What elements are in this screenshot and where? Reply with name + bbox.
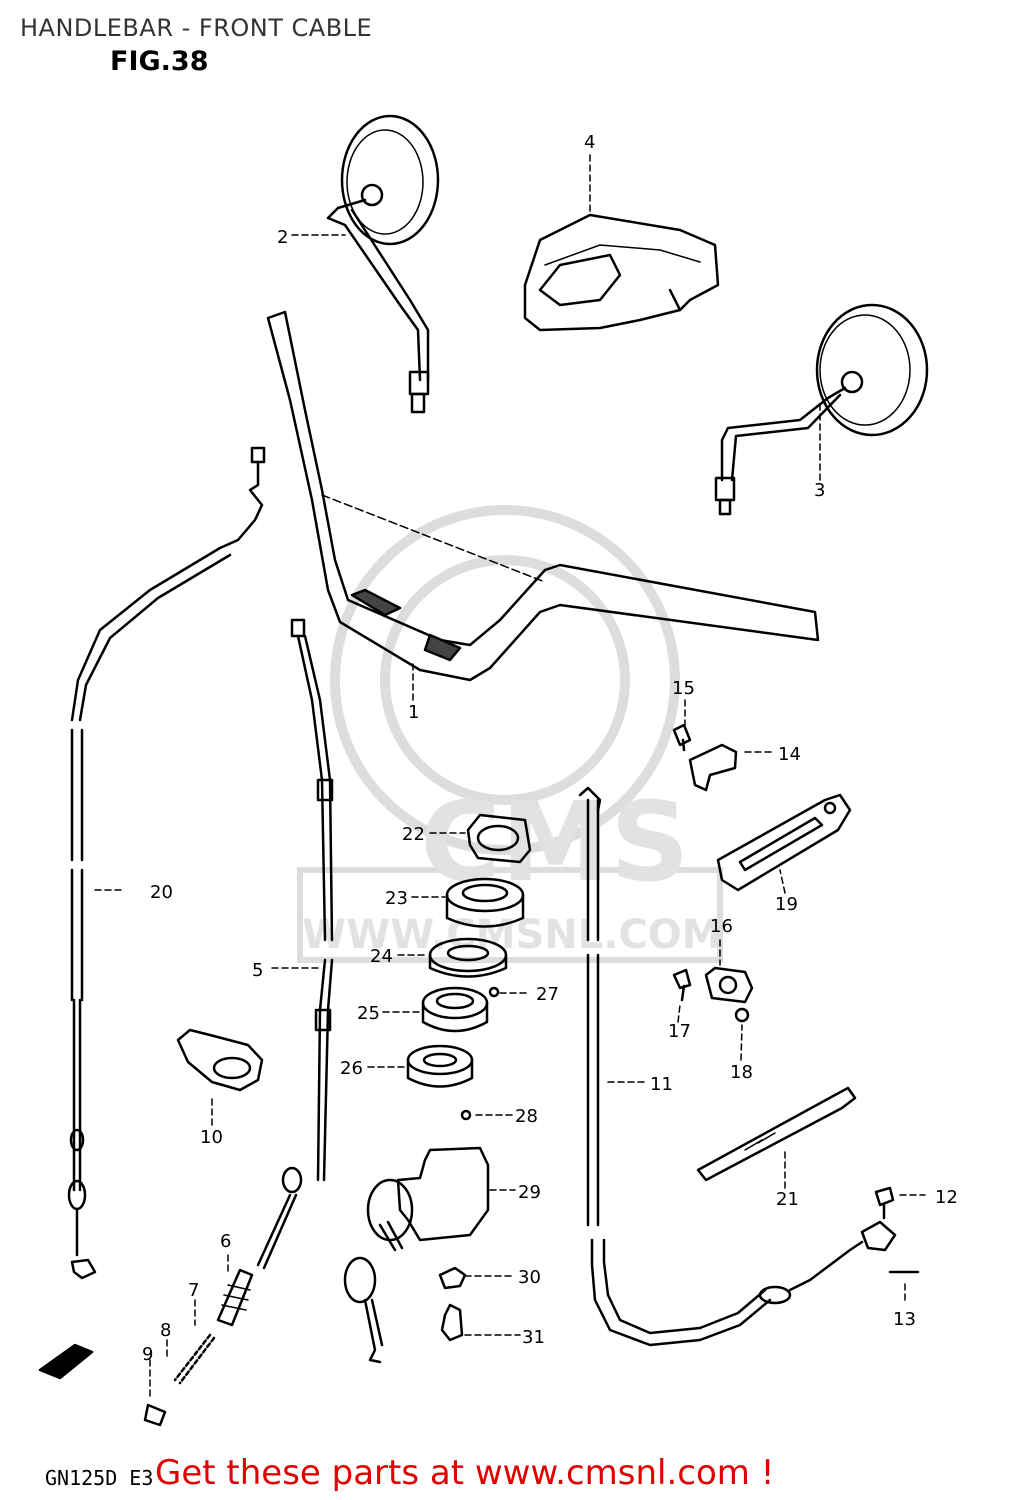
part-label-9: 9 <box>142 1344 153 1365</box>
part-label-8: 8 <box>160 1320 171 1341</box>
part-label-4: 4 <box>584 132 595 153</box>
part-label-3: 3 <box>814 480 825 501</box>
part-label-22: 22 <box>402 824 425 845</box>
watermark-logo-text: CMS <box>420 778 689 906</box>
part-label-20: 20 <box>150 882 173 903</box>
part-label-27: 27 <box>536 984 559 1005</box>
adjuster-part-21 <box>696 1086 857 1182</box>
cable-part-20 <box>67 446 266 1280</box>
leader-lines <box>94 154 926 1401</box>
clamp-parts-16-18 <box>672 966 754 1023</box>
grip-part <box>176 1028 264 1092</box>
part-label-18: 18 <box>730 1062 753 1083</box>
small-fastener-parts <box>874 1186 920 1274</box>
watermark-url-text: WWW.CMSNL.COM <box>302 912 722 958</box>
part-label-13: 13 <box>893 1309 916 1330</box>
cable-end-parts <box>38 1268 254 1427</box>
figure-label: FIG.38 <box>110 46 209 77</box>
left-mirror-part <box>326 114 440 414</box>
page-title: HANDLEBAR - FRONT CABLE <box>20 14 373 42</box>
part-label-14: 14 <box>778 744 801 765</box>
model-code: GN125D E3 <box>45 1466 154 1490</box>
part-label-2: 2 <box>277 227 288 248</box>
handlebar-part <box>266 310 820 682</box>
part-number-labels: 1 2 3 4 5 6 7 8 9 10 11 12 13 14 15 16 1… <box>142 132 958 1365</box>
part-label-19: 19 <box>775 894 798 915</box>
part-label-28: 28 <box>515 1106 538 1127</box>
part-label-1: 1 <box>408 702 419 723</box>
part-label-17: 17 <box>668 1021 691 1042</box>
part-label-26: 26 <box>340 1058 363 1079</box>
part-label-25: 25 <box>357 1003 380 1024</box>
part-label-29: 29 <box>518 1182 541 1203</box>
get-parts-link[interactable]: Get these parts at www.cmsnl.com ! <box>155 1453 775 1493</box>
part-label-11: 11 <box>650 1074 673 1095</box>
part-label-10: 10 <box>200 1127 223 1148</box>
cable-part-5 <box>256 618 334 1270</box>
part-label-16: 16 <box>710 916 733 937</box>
bracket-part-19 <box>716 793 852 892</box>
part-label-7: 7 <box>188 1280 199 1301</box>
right-mirror-part <box>714 303 929 516</box>
part-label-21: 21 <box>776 1189 799 1210</box>
part-label-31: 31 <box>522 1327 545 1348</box>
part-label-15: 15 <box>672 678 695 699</box>
ignition-switch-part <box>343 1146 490 1364</box>
cable-part-11 <box>578 786 897 1347</box>
part-label-23: 23 <box>385 888 408 909</box>
part-label-24: 24 <box>370 946 393 967</box>
part-label-6: 6 <box>220 1231 231 1252</box>
switch-housing-part <box>523 213 720 332</box>
part-label-12: 12 <box>935 1187 958 1208</box>
stem-parts-22-28 <box>406 813 532 1121</box>
part-label-5: 5 <box>252 960 263 981</box>
part-label-30: 30 <box>518 1267 541 1288</box>
bracket-parts-14-15 <box>672 723 738 792</box>
